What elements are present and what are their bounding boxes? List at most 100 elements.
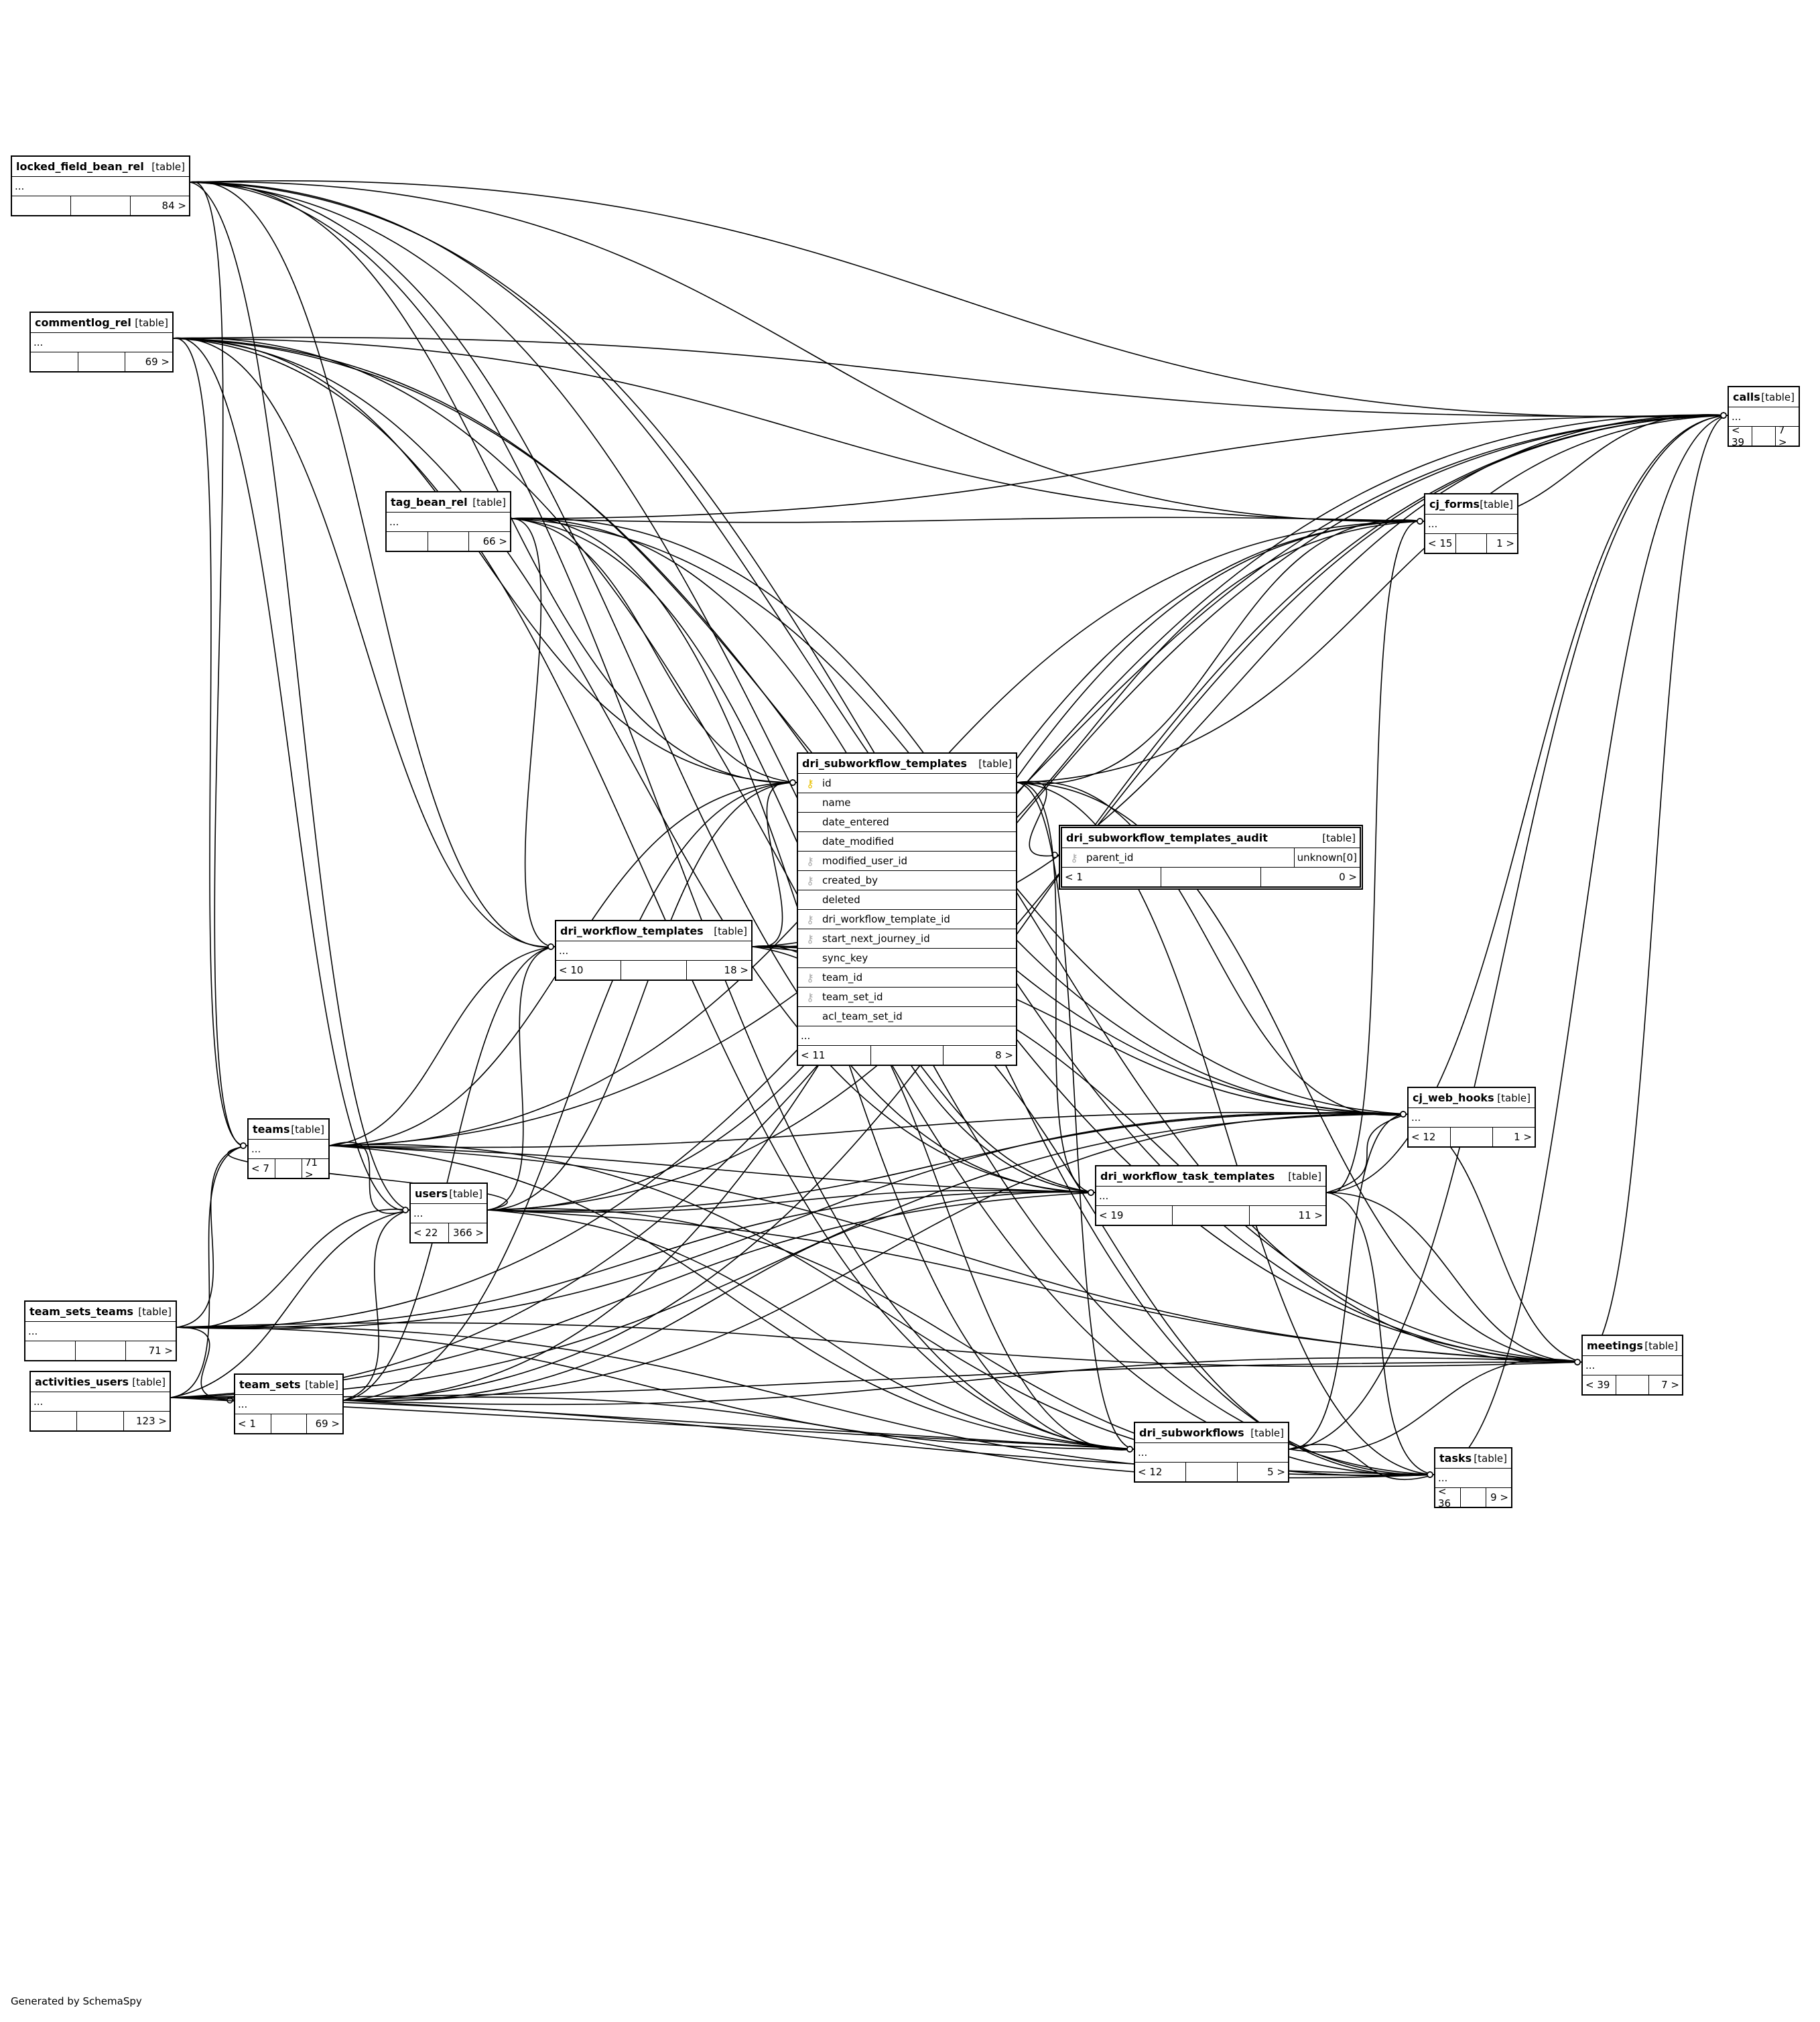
relationship-edge	[1433, 415, 1728, 1475]
table-ellipsis: ...	[1135, 1443, 1288, 1463]
table-name: dri_workflow_templates	[560, 925, 704, 937]
table-type: [table]	[138, 1305, 172, 1318]
relationship-edge	[343, 1113, 1408, 1402]
relationship-edge	[329, 946, 556, 1146]
relationship-edge	[173, 337, 410, 1211]
table-name: cj_web_hooks	[1413, 1091, 1494, 1104]
crowfoot-marker	[1126, 1446, 1133, 1453]
relationship-edge	[190, 181, 556, 948]
table-tag_bean_rel[interactable]: tag_bean_rel[table] ... 66 >	[385, 491, 511, 552]
column-acl_team_set_id: acl_team_set_id	[798, 1007, 1016, 1026]
table-name: cj_forms	[1429, 498, 1480, 511]
relationship-edge	[190, 182, 248, 1146]
table-type: [table]	[1644, 1339, 1678, 1352]
table-footer: 84 >	[12, 196, 189, 215]
table-dri_workflow_task_templates[interactable]: dri_workflow_task_templates[table] ... <…	[1095, 1165, 1327, 1226]
column-modified_user_id: ⚷modified_user_id	[798, 852, 1016, 871]
table-footer: 123 >	[31, 1412, 170, 1430]
key-icon: ⚷	[806, 777, 814, 790]
table-name: dri_workflow_task_templates	[1100, 1170, 1275, 1183]
relationship-edge	[190, 181, 1425, 523]
table-type: [table]	[1497, 1091, 1531, 1104]
footer-credit: Generated by SchemaSpy	[11, 1995, 142, 2007]
column-id: ⚷id	[798, 774, 1016, 793]
table-name: meetings	[1587, 1339, 1643, 1352]
table-name: users	[415, 1187, 448, 1200]
table-type: [table]	[978, 757, 1012, 770]
relationship-edge	[173, 338, 1408, 1115]
table-activities_users[interactable]: activities_users[table] ... 123 >	[29, 1371, 171, 1432]
relationship-edge	[176, 1191, 1096, 1329]
crowfoot-marker	[1417, 518, 1423, 525]
table-team_sets_teams[interactable]: team_sets_teams[table] ... 71 >	[24, 1300, 177, 1361]
table-name: dri_subworkflow_templates	[802, 757, 968, 770]
relationship-edge	[343, 415, 1728, 1401]
relationship-edge	[1017, 519, 1425, 785]
relationship-edge	[1326, 1192, 1435, 1475]
relationship-edge	[176, 1327, 235, 1401]
column-team_set_id: ⚷team_set_id	[798, 988, 1016, 1007]
relationship-edge	[170, 1397, 1134, 1450]
table-ellipsis: ...	[1409, 1108, 1535, 1128]
relationship-edge	[1017, 781, 1059, 857]
table-type: [table]	[449, 1187, 482, 1200]
relationship-edge	[1289, 1443, 1435, 1481]
table-locked_field_bean_rel[interactable]: locked_field_bean_rel[table] ... 84 >	[11, 155, 190, 216]
table-ellipsis: ...	[387, 513, 510, 532]
relationship-edge	[1326, 415, 1728, 1193]
table-name: calls	[1733, 391, 1760, 403]
table-commentlog_rel[interactable]: commentlog_rel[table] ... 69 >	[29, 312, 174, 373]
relationship-edge	[329, 1111, 1408, 1148]
relationship-edge	[173, 338, 556, 947]
relationship-edge	[1017, 782, 1582, 1363]
crowfoot-marker	[1400, 1111, 1407, 1118]
relationship-edge	[1017, 415, 1728, 783]
relationship-edge	[190, 180, 1728, 417]
table-name: commentlog_rel	[35, 316, 131, 329]
relationship-edge	[343, 1209, 410, 1401]
relationship-edge	[170, 1145, 248, 1398]
key-icon: ⚷	[806, 932, 814, 945]
relationship-edge	[329, 1142, 410, 1214]
relationship-edge	[176, 1209, 410, 1329]
relationship-edge	[343, 1191, 1096, 1402]
table-ellipsis: ...	[1425, 515, 1517, 534]
column-dri_workflow_template_id: ⚷dri_workflow_template_id	[798, 910, 1016, 929]
relationship-edge	[1581, 415, 1728, 1363]
relationship-edge	[511, 518, 556, 947]
table-name: activities_users	[35, 1375, 129, 1388]
relationship-edge	[1017, 781, 1408, 1116]
table-type: [table]	[714, 925, 747, 937]
table-ellipsis: ...	[411, 1204, 486, 1223]
relationship-edge	[170, 1209, 410, 1398]
key-icon: ⚷	[806, 874, 814, 887]
column-sync_key: sync_key	[798, 949, 1016, 968]
relationship-edge	[176, 1327, 1134, 1450]
key-icon: ⚷	[806, 990, 814, 1004]
column-date_entered: date_entered	[798, 813, 1016, 832]
relationship-edge	[511, 415, 1728, 519]
relationship-edge	[487, 782, 797, 1211]
table-dri_subworkflow_templates_audit[interactable]: dri_subworkflow_templates_audit[table] ⚷…	[1059, 825, 1363, 890]
relationship-edge	[752, 781, 797, 948]
column-start_next_journey_id: ⚷start_next_journey_id	[798, 929, 1016, 949]
relationship-edge	[329, 1145, 1134, 1450]
column-date_modified: date_modified	[798, 832, 1016, 852]
relationship-edge	[487, 1189, 1096, 1213]
relationship-edge	[173, 338, 1425, 522]
table-name: dri_subworkflows	[1139, 1426, 1244, 1439]
